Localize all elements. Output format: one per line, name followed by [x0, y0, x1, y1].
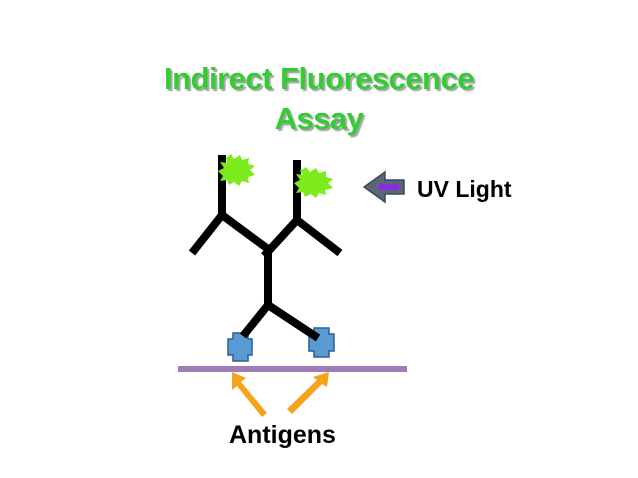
title-line-2: Assay — [274, 101, 364, 136]
antigen-pointer-arrows — [232, 372, 329, 417]
title-line-1: Indirect Fluorescence — [164, 61, 474, 96]
arrow-left-pointer — [232, 372, 267, 417]
secondary-antibody-right — [261, 160, 343, 259]
uv-light-label: UV Light — [417, 176, 512, 202]
arrow-right-pointer — [287, 372, 329, 414]
membrane — [178, 366, 407, 372]
fluorophore-burst-icon — [218, 154, 255, 186]
fluorophore-burst-icon — [294, 167, 333, 198]
primary-antibody — [239, 245, 321, 342]
left-arrow-icon — [362, 170, 405, 204]
antigen-icon — [227, 332, 253, 362]
antigens-label: Antigens — [229, 421, 336, 449]
